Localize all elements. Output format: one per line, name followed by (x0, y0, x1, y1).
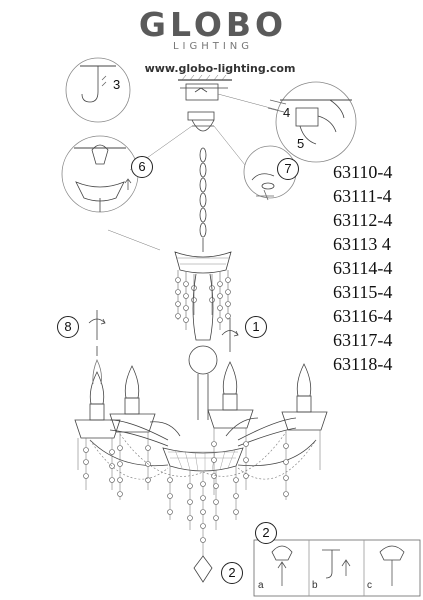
step-2-label: 2 (221, 562, 243, 584)
detail-hook (65, 57, 131, 123)
model-number: 63117-4 (333, 330, 393, 350)
main-bowl (162, 447, 244, 472)
step-3-label: 3 (113, 77, 121, 92)
step-8-label: 8 (57, 316, 79, 338)
central-stem (188, 273, 218, 420)
brand-block: GLOBO LIGHTING (118, 5, 308, 53)
step-6-label: 6 (131, 156, 153, 178)
bottom-pendant (193, 555, 213, 583)
model-list: 63110-4 63111-4 63112-4 63113 4 63114-4 … (333, 160, 418, 376)
crystal-beads (83, 441, 289, 543)
candle-holders (74, 393, 328, 439)
step-7-label: 7 (277, 158, 299, 180)
brand-subtitle: LIGHTING (172, 41, 254, 52)
upper-crown (174, 251, 232, 330)
chandelier-arms (89, 417, 317, 467)
rotate-arrow-icon (88, 310, 239, 352)
website-url: www.globo-lighting.com (144, 62, 296, 75)
model-number: 63111-4 (333, 186, 392, 206)
step-5-label: 5 (297, 136, 305, 151)
step-1-label: 1 (245, 316, 267, 338)
substep-c: c (367, 580, 372, 591)
detail-wiring (267, 81, 357, 163)
brand-logo: GLOBO (138, 5, 288, 44)
model-number: 63116-4 (333, 306, 393, 326)
model-number: 63114-4 (333, 258, 393, 278)
substep-a: a (258, 580, 264, 591)
model-number: 63113 4 (333, 234, 391, 254)
substep-b: b (312, 580, 318, 591)
step-2-detail-label: 2 (255, 522, 277, 544)
step-4-label: 4 (283, 105, 291, 120)
model-number: 63112-4 (333, 210, 393, 230)
model-number: 63118-4 (333, 354, 393, 374)
detail-canopy (61, 135, 139, 213)
bead-garland (89, 431, 317, 480)
candle-bulbs (89, 346, 312, 405)
model-number: 63115-4 (333, 282, 393, 302)
substep-panel (253, 539, 421, 597)
ceiling-mount (178, 74, 232, 132)
model-number: 63110-4 (333, 162, 393, 182)
chain (199, 147, 207, 252)
